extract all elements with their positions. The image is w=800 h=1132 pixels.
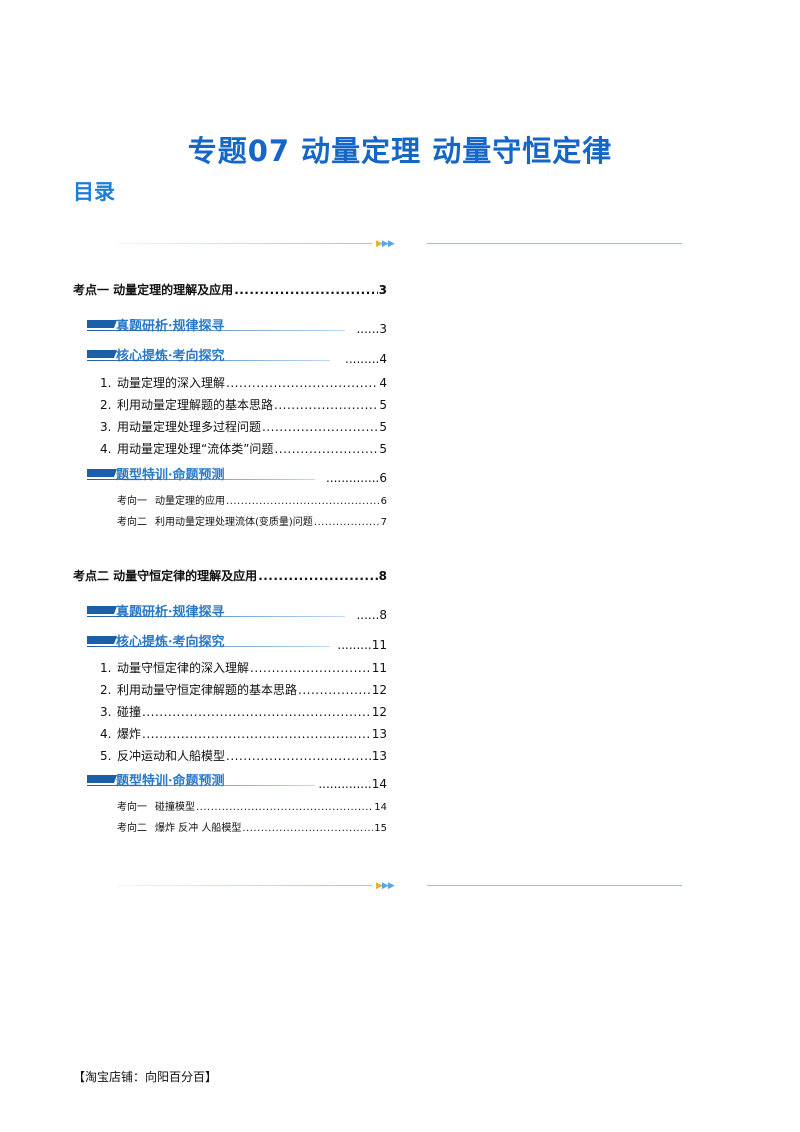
toc-item[interactable]: 2.利用动量定理解题的基本思路 5 <box>100 396 387 413</box>
divider-top: ▶▶▶ <box>117 238 682 250</box>
banner-page-zhenti-1: ......3 <box>356 322 387 336</box>
banner-page-zhenti-2: ......8 <box>356 608 387 622</box>
document-title: 专题07 动量定理 动量守恒定律 <box>187 134 613 168</box>
banner-bar-icon <box>87 606 117 614</box>
footer-shop-note: 【淘宝店铺：向阳百分百】 <box>73 1070 218 1084</box>
toc-item[interactable]: 5.反冲运动和人船模型 13 <box>100 747 387 764</box>
banner-page-tixing-1: ..............6 <box>325 471 387 485</box>
toc-item[interactable]: 2.利用动量守恒定律解题的基本思路 12 <box>100 681 387 698</box>
arrow-icon: ▶▶▶ <box>376 239 395 249</box>
banner-bar-icon <box>87 469 117 477</box>
toc-entry-kaodian-1[interactable]: 考点一 动量定理的理解及应用 3 <box>73 281 387 298</box>
banner-page-hexin-2: .........11 <box>337 638 387 652</box>
divider-bottom: ▶▶▶ <box>117 880 682 892</box>
toc-item[interactable]: 1.动量定理的深入理解 4 <box>100 374 387 391</box>
toc-item[interactable]: 4.用动量定理处理“流体类”问题 5 <box>100 440 387 457</box>
banner-page-tixing-2: ..............14 <box>318 777 387 791</box>
toc-item[interactable]: 1.动量守恒定律的深入理解 11 <box>100 659 387 676</box>
toc-entry-kaodian-2[interactable]: 考点二 动量守恒定律的理解及应用 8 <box>73 567 387 584</box>
banner-bar-icon <box>87 350 117 358</box>
toc-item[interactable]: 4.爆炸 13 <box>100 725 387 742</box>
toc-heading: 目录 <box>73 180 115 204</box>
arrow-icon: ▶▶▶ <box>376 881 395 891</box>
banner-bar-icon <box>87 636 117 644</box>
banner-bar-icon <box>87 320 117 328</box>
toc-item[interactable]: 3.用动量定理处理多过程问题 5 <box>100 418 387 435</box>
banner-bar-icon <box>87 775 117 783</box>
toc-item[interactable]: 3.碰撞 12 <box>100 703 387 720</box>
banner-page-hexin-1: .........4 <box>345 352 387 366</box>
